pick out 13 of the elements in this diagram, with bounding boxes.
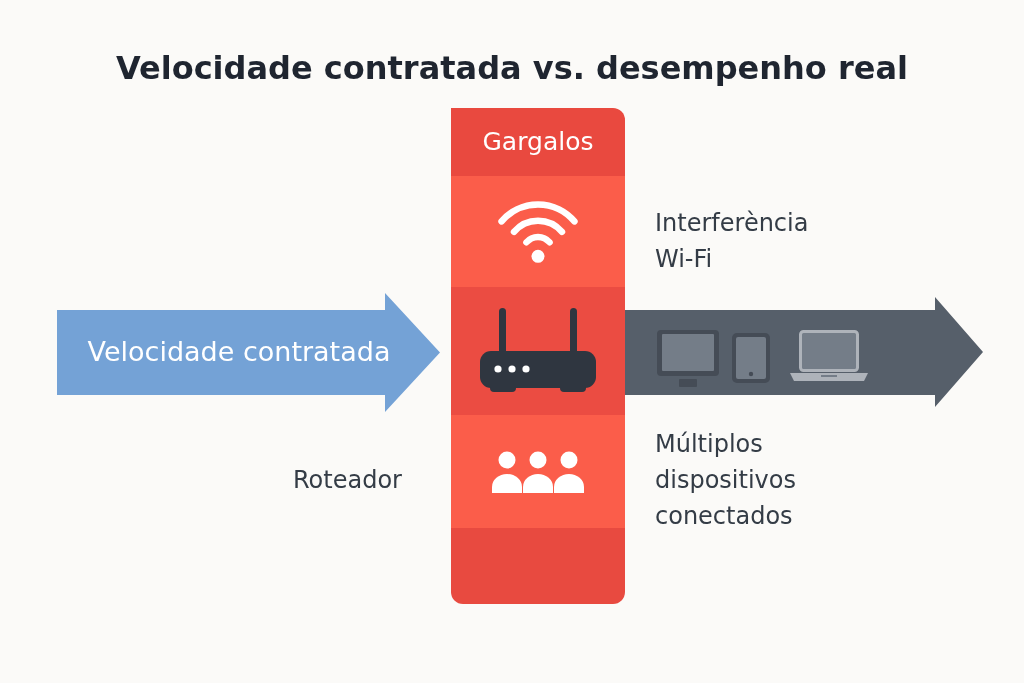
column-band: [451, 287, 625, 415]
arrow-label: Velocidade contratada: [87, 336, 391, 369]
title: Velocidade contratada vs. desempenho real: [115, 49, 908, 87]
column-heading: Gargalos: [482, 127, 594, 157]
block-arrow: [57, 293, 440, 412]
column-header: [451, 108, 625, 176]
column-band: [451, 415, 625, 528]
column-band: [451, 528, 625, 604]
column-band: [451, 176, 625, 287]
annotation-text: Múltiplos dispositivos conectados: [655, 429, 796, 532]
block-arrow: [625, 297, 983, 407]
annotation-text: Roteador: [293, 465, 402, 496]
annotation-text: Interferència Wi-Fi: [655, 208, 809, 275]
